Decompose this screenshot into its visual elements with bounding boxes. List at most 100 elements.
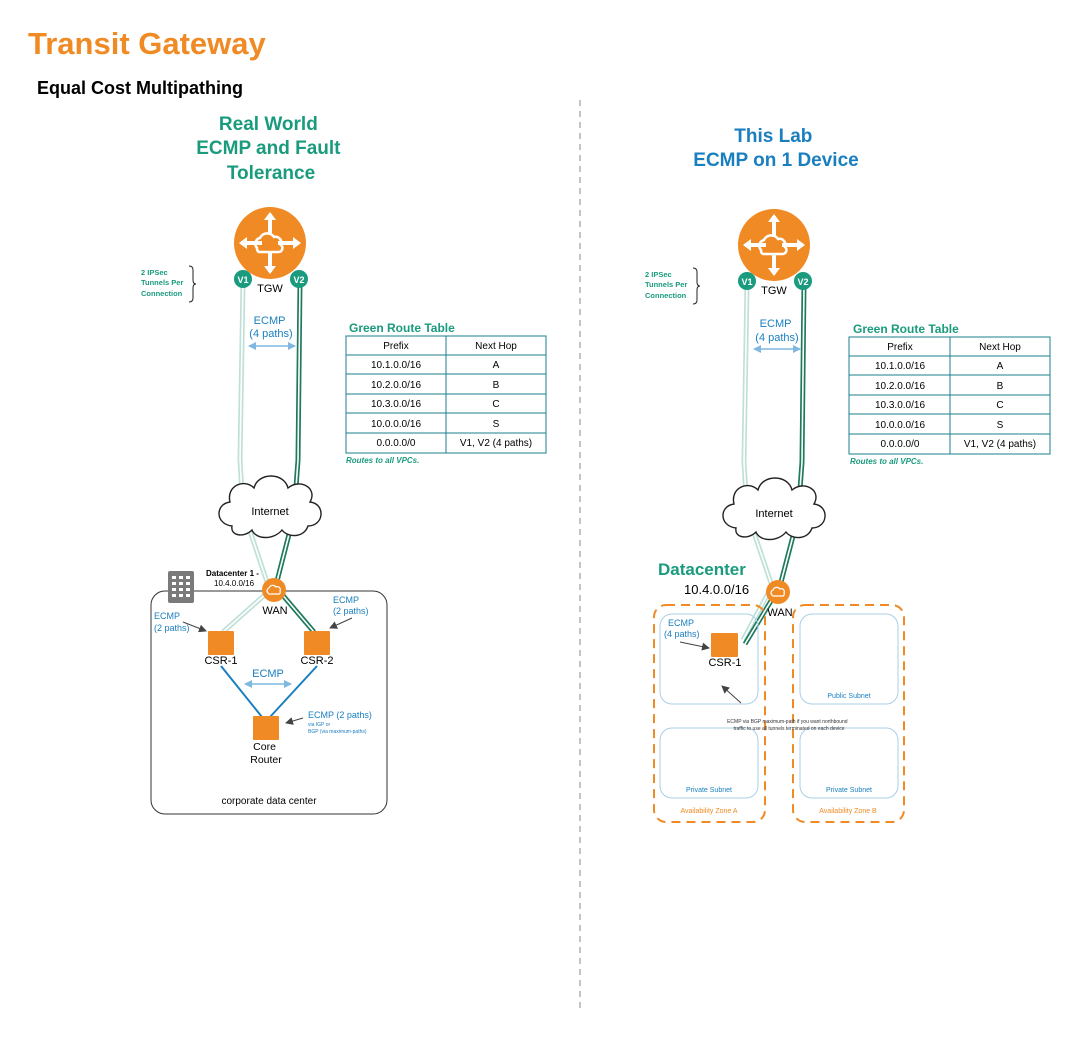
- right-tgw-icon: [736, 207, 812, 283]
- left-tgw-label: TGW: [257, 283, 283, 295]
- left-link-csr2-core: [269, 665, 318, 718]
- left-rt-cell: V1, V2 (4 paths): [460, 438, 532, 449]
- left-rt-header-nexthop: Next Hop: [475, 341, 517, 352]
- left-link-csr1-core: [220, 665, 263, 718]
- right-private-subnet-a-box: [659, 727, 759, 799]
- right-az-a-label: Availability Zone A: [680, 808, 737, 815]
- right-csr1-icon: [711, 633, 738, 657]
- right-ecmp-csr1-arrow: [679, 641, 710, 651]
- right-ecmp-csr1-label: ECMP (4 paths): [664, 618, 700, 639]
- left-ecmp-core-label: ECMP (2 paths): [308, 710, 372, 720]
- right-rt-cell: S: [997, 420, 1004, 431]
- right-heading: This Lab ECMP on 1 Device: [693, 126, 858, 171]
- right-wan-icon: [765, 579, 791, 605]
- right-rt-cell: 10.1.0.0/16: [875, 361, 925, 372]
- right-rt-cell: A: [997, 361, 1004, 372]
- right-private-subnet-b-label: Private Subnet: [826, 787, 872, 794]
- left-csr1-icon: [208, 631, 234, 655]
- right-v1-label: V1: [741, 277, 752, 287]
- left-tgw-icon: [232, 205, 308, 281]
- right-v1-badge: [738, 272, 756, 290]
- right-rt-cell: 10.2.0.0/16: [875, 381, 925, 392]
- left-datacenter-label: Datacenter 1 -: [206, 569, 259, 578]
- right-route-table-note: Routes to all VPCs.: [850, 457, 923, 466]
- right-tunnels-brace: [692, 267, 701, 305]
- left-rt-cell: B: [493, 380, 500, 391]
- left-csr1-label: CSR-1: [204, 655, 237, 667]
- left-rt-cell: 10.0.0.0/16: [371, 419, 421, 430]
- page-subtitle: Equal Cost Multipathing: [37, 78, 243, 98]
- right-rt-cell: 10.0.0.0/16: [875, 420, 925, 431]
- right-ecmp-top: ECMP (4 paths): [755, 318, 798, 344]
- right-tgw-label: TGW: [761, 285, 787, 297]
- left-route-table-note: Routes to all VPCs.: [346, 456, 419, 465]
- right-datacenter-cidr: 10.4.0.0/16: [684, 582, 749, 597]
- left-v1-badge: [234, 270, 252, 288]
- left-tunnels-brace: [188, 265, 197, 303]
- left-rt-cell: S: [493, 419, 500, 430]
- right-az-b-label: Availability Zone B: [819, 808, 877, 815]
- left-datacenter-icon: [168, 571, 194, 603]
- left-v1-label: V1: [237, 275, 248, 285]
- right-csr1-label: CSR-1: [708, 657, 741, 669]
- left-core-router-label: Core Router: [250, 741, 282, 766]
- left-csr2-icon: [304, 631, 330, 655]
- left-rt-cell: 10.1.0.0/16: [371, 360, 421, 371]
- left-wan-icon: [261, 577, 287, 603]
- right-rt-cell: 0.0.0.0/0: [881, 439, 920, 450]
- left-ecmp-core-arrow: [285, 717, 304, 725]
- right-az-a-box: [653, 604, 766, 823]
- right-v2-label: V2: [797, 277, 808, 287]
- right-route-table: Green Route Table Prefix Next Hop 10.1.0…: [848, 322, 1051, 466]
- left-section: Real World ECMP and Fault Tolerance 2 IP…: [141, 114, 547, 815]
- left-datacenter-cidr: 10.4.0.0/16: [214, 579, 255, 588]
- right-rt-cell: 10.3.0.0/16: [875, 400, 925, 411]
- page-title: Transit Gateway: [28, 26, 267, 61]
- right-v2-badge: [794, 272, 812, 290]
- left-rt-cell: 10.2.0.0/16: [371, 380, 421, 391]
- left-heading: Real World ECMP and Fault Tolerance: [196, 114, 346, 184]
- right-rt-cell: C: [996, 400, 1003, 411]
- right-rt-header-prefix: Prefix: [887, 342, 913, 353]
- right-tunnels-note: 2 IPSec Tunnels Per Connection: [645, 270, 689, 300]
- right-route-table-title: Green Route Table: [853, 322, 959, 336]
- left-core-router-icon: [253, 716, 279, 740]
- left-ecmp-csr1-arrow: [182, 621, 207, 633]
- left-ecmp-top: ECMP (4 paths): [249, 315, 292, 340]
- left-route-table: Green Route Table Prefix Next Hop 10.1.0…: [345, 321, 547, 465]
- left-ecmp-core-note: via IGP or BGP (via maximum-paths): [308, 722, 367, 735]
- right-public-subnet-label: Public Subnet: [827, 693, 870, 700]
- left-wan-label: WAN: [262, 605, 287, 617]
- right-internet-label: Internet: [755, 508, 792, 520]
- left-ecmp-csr2-label: ECMP (2 paths): [333, 595, 369, 616]
- left-internet-label: Internet: [251, 506, 288, 518]
- left-rt-cell: 10.3.0.0/16: [371, 399, 421, 410]
- right-section: This Lab ECMP on 1 Device 2 IPSec Tunnel…: [645, 126, 1051, 823]
- right-az-b-box: [792, 604, 905, 823]
- left-ecmp-csr1-label: ECMP (2 paths): [154, 611, 190, 633]
- right-datacenter-title: Datacenter: [658, 560, 746, 579]
- left-datacenter-caption: corporate data center: [221, 796, 317, 807]
- right-public-subnet-box: [799, 613, 899, 705]
- right-ecmp-note-arrow: [721, 685, 742, 704]
- right-ecmp-note: ECMP via BGP maximum-path if you want no…: [727, 719, 849, 732]
- right-private-subnet-a-label: Private Subnet: [686, 787, 732, 794]
- left-route-table-title: Green Route Table: [349, 321, 455, 335]
- right-rt-cell: B: [997, 381, 1004, 392]
- left-v2-label: V2: [293, 275, 304, 285]
- left-rt-cell: 0.0.0.0/0: [377, 438, 416, 449]
- left-rt-header-prefix: Prefix: [383, 341, 409, 352]
- left-ecmp-mid-label: ECMP: [252, 668, 284, 680]
- left-tunnels-note: 2 IPSec Tunnels Per Connection: [141, 268, 185, 298]
- right-rt-header-nexthop: Next Hop: [979, 342, 1021, 353]
- right-private-subnet-b-box: [799, 727, 899, 799]
- left-csr2-label: CSR-2: [300, 655, 333, 667]
- left-v2-badge: [290, 270, 308, 288]
- left-ecmp-csr2-arrow: [329, 617, 353, 629]
- right-wan-label: WAN: [767, 607, 792, 619]
- left-rt-cell: A: [493, 360, 500, 371]
- right-csr-subnet-box: [659, 613, 759, 705]
- right-rt-cell: V1, V2 (4 paths): [964, 439, 1036, 450]
- left-rt-cell: C: [492, 399, 499, 410]
